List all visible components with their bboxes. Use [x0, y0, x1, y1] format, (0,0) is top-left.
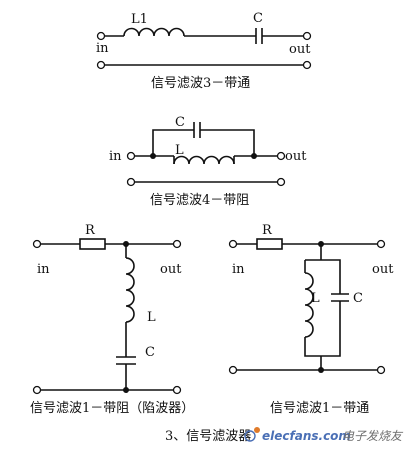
figure-caption: 3、信号滤波器: [165, 429, 251, 444]
in-label: in: [109, 149, 122, 164]
caption: 信号滤波1－带阻（陷波器）: [30, 401, 194, 416]
output-terminal-bottom: [172, 385, 182, 395]
junction-dot: [150, 153, 156, 159]
caption: 信号滤波3－带通: [151, 76, 250, 91]
inductor-label: L1: [131, 12, 148, 27]
capacitor-label: C: [145, 345, 155, 360]
wire: [305, 244, 341, 294]
watermark-brand: elecfans.com: [262, 429, 351, 443]
out-label: out: [160, 262, 182, 277]
input-terminal-top: [126, 151, 136, 161]
capacitor-c: [193, 122, 201, 138]
inductor-label: L: [147, 310, 156, 325]
watermark-logo-icon: [244, 427, 260, 442]
junction-dot: [123, 387, 129, 393]
input-terminal-bottom: [32, 385, 42, 395]
in-label: in: [96, 41, 109, 56]
output-terminal-bottom: [376, 365, 386, 375]
input-terminal-bottom: [96, 60, 106, 70]
input-terminal-bottom: [126, 177, 136, 187]
capacitor-c: [331, 293, 349, 302]
diagram-band-pass-series: L1 C in out 信号滤波3－带通: [96, 11, 311, 91]
output-terminal-bottom: [302, 60, 312, 70]
wire: [173, 155, 254, 164]
output-terminal-top: [376, 239, 386, 249]
caption: 信号滤波1－带通: [270, 401, 369, 416]
input-terminal-top: [228, 239, 238, 249]
diagram-band-pass-shunt: R L C in out 信号滤波1－带通: [228, 223, 394, 416]
diagram-notch-filter: R L C in out 信号滤波1－带阻（陷波器）: [30, 223, 194, 416]
inductor-l: [125, 257, 135, 323]
output-terminal-top: [302, 31, 312, 41]
out-label: out: [372, 262, 394, 277]
input-terminal-bottom: [228, 365, 238, 375]
in-label: in: [232, 262, 245, 277]
caption: 信号滤波4－带阻: [150, 193, 249, 208]
resistor-r: [256, 238, 283, 250]
in-label: in: [37, 262, 50, 277]
resistor-label: R: [262, 223, 273, 238]
output-terminal-bottom: [276, 177, 286, 187]
capacitor-c: [116, 356, 136, 365]
out-label: out: [289, 42, 311, 57]
inductor-label: L: [311, 291, 320, 306]
capacitor-label: C: [253, 11, 263, 26]
inductor-l: [173, 155, 235, 165]
inductor-l: [304, 272, 314, 338]
inductor-label: L: [175, 143, 184, 158]
out-label: out: [285, 149, 307, 164]
junction-dot: [251, 153, 257, 159]
watermark-chinese: 电子发烧友: [342, 429, 404, 443]
capacitor-label: C: [353, 291, 363, 306]
wire: [304, 301, 341, 357]
resistor-label: R: [85, 223, 96, 238]
input-terminal-top: [96, 31, 106, 41]
inductor-l1: [123, 27, 185, 37]
output-terminal-top: [172, 239, 182, 249]
watermark: elecfans.com 电子发烧友: [244, 427, 404, 443]
diagram-band-stop-parallel: C L in out 信号滤波4－带阻: [109, 115, 307, 208]
capacitor-label: C: [175, 115, 185, 130]
capacitor-c: [255, 28, 263, 44]
output-terminal-top: [276, 151, 286, 161]
capacitor-branch-wire: [152, 129, 255, 156]
resistor-r: [79, 238, 106, 250]
junction-dot: [318, 367, 324, 373]
input-terminal-top: [32, 239, 42, 249]
